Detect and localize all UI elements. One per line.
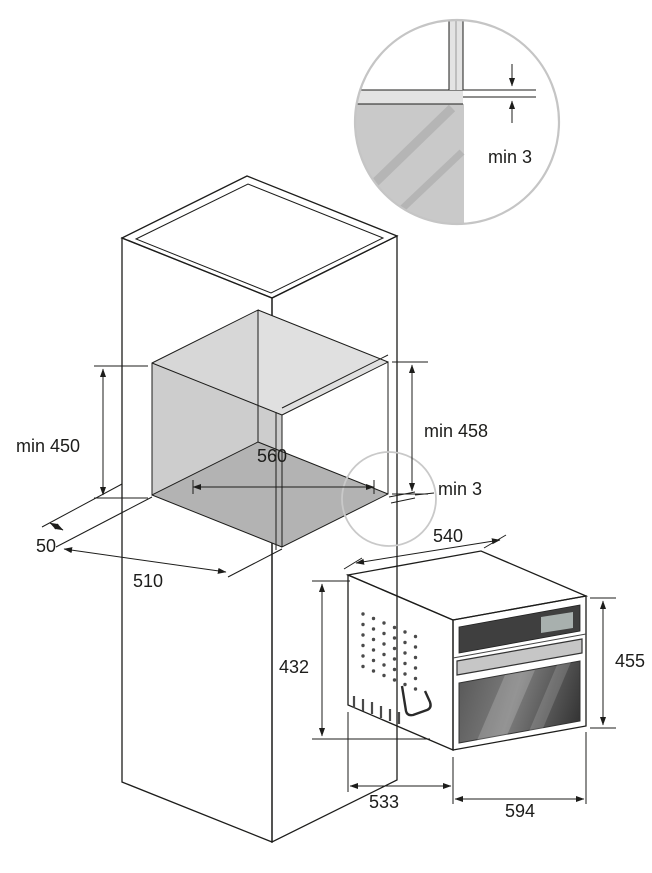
niche-interior [151,309,389,550]
label-oven-front-width: 594 [505,801,535,821]
dim-niche-depth [63,547,227,574]
label-oven-side-height: 432 [279,657,309,677]
cabinet-top-inner-edge [134,183,385,294]
vent-dot-grid [361,612,418,691]
dimension-labels: min 450 560 min 458 min 3 50 510 540 432… [16,421,645,821]
niche-floor [152,442,388,547]
oven-handle [456,638,583,676]
label-oven-top-depth: 540 [433,526,463,546]
detail-view-circle: min 3 [353,18,561,226]
magnifier-ring-icon [353,18,561,226]
shelf-section [355,90,463,104]
dim-oven-top-depth [355,538,501,565]
label-oven-side-depth: 533 [369,792,399,812]
oven-front-face [452,595,587,751]
label-detail-gap: min 3 [488,147,532,167]
label-niche-offset: 50 [36,536,56,556]
oven-display [541,612,573,633]
detail-view-content [355,20,536,224]
label-niche-depth: 510 [133,571,163,591]
label-niche-width: 560 [257,446,287,466]
oven-drawing [345,550,589,751]
label-niche-front-gap: min 3 [438,479,482,499]
oven-top-face [345,550,589,621]
dimension-annotations [41,361,616,804]
cord-hook-icon [400,685,432,717]
vent-slots [352,696,401,724]
oven-door-seam [452,633,587,659]
label-niche-height-left: min 450 [16,436,80,456]
dim-niche-offset [49,522,64,531]
oven-side-face [347,574,454,751]
label-oven-front-height: 455 [615,651,645,671]
label-niche-height-right: min 458 [424,421,488,441]
cabinet-drawing [120,175,399,844]
oven-door-glass [458,660,581,744]
cabinet-top-face [120,175,399,299]
